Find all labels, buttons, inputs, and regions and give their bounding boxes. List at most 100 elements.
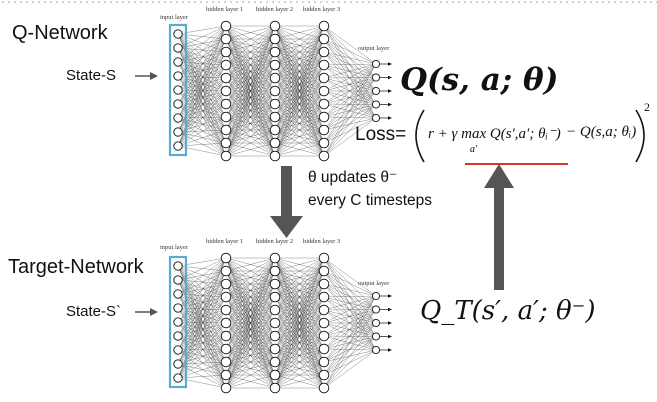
neuron [318, 369, 330, 381]
neuron [318, 111, 330, 123]
neuron [269, 98, 281, 110]
loss-exponent: 2 [644, 100, 650, 114]
neuron [269, 356, 281, 368]
neuron [318, 252, 330, 264]
neuron [173, 317, 183, 327]
neuron [269, 59, 281, 71]
neuron [173, 303, 183, 313]
neuron [220, 150, 232, 162]
neuron [173, 99, 183, 109]
neuron [318, 304, 330, 316]
neuron [318, 33, 330, 45]
neuron [371, 291, 381, 301]
neuron [371, 113, 381, 123]
neuron [318, 72, 330, 84]
neuron [173, 57, 183, 67]
neuron [173, 29, 183, 39]
neuron [220, 46, 232, 58]
state-s-prime-arrow [135, 308, 158, 316]
t-output-layer-label: output layer [358, 280, 390, 287]
q-hidden-layer-2-label: hidden layer 2 [256, 6, 294, 13]
neuron [318, 98, 330, 110]
neuron [173, 71, 183, 81]
q-hidden-layer-3-label: hidden layer 3 [303, 6, 341, 13]
target-arrow-up [484, 164, 514, 290]
neuron [269, 291, 281, 303]
neuron [173, 275, 183, 285]
neuron [220, 291, 232, 303]
neuron [269, 150, 281, 162]
neuron [269, 85, 281, 97]
neuron [220, 317, 232, 329]
neuron [173, 359, 183, 369]
loss-target-term: r + γ max Q(s′,a′; θᵢ⁻) [428, 126, 561, 142]
neuron [318, 278, 330, 290]
target-network-input-label: State-S` [66, 303, 122, 320]
neuron [173, 345, 183, 355]
loss-left-paren [415, 109, 425, 163]
neuron [269, 124, 281, 136]
neuron [269, 46, 281, 58]
neuron [269, 304, 281, 316]
neuron [269, 265, 281, 277]
neuron [173, 141, 183, 151]
q-layer-4 [371, 59, 381, 123]
state-s-arrow [135, 72, 158, 80]
neuron [220, 33, 232, 45]
t-hidden-layer-2-label: hidden layer 2 [256, 238, 294, 245]
neuron [220, 343, 232, 355]
q-network-input-label: State-S [66, 67, 117, 84]
neuron [318, 330, 330, 342]
neuron [220, 265, 232, 277]
t-layer-2 [269, 252, 281, 394]
neuron [318, 265, 330, 277]
neuron [269, 317, 281, 329]
q-value-output: Q(s, a; θ) [400, 62, 559, 98]
neuron [269, 343, 281, 355]
target-network-graph [168, 252, 392, 394]
q-network-graph [168, 20, 392, 162]
t-layer-1 [220, 252, 232, 394]
loss-prediction-term: − Q(s,a; θᵢ) [566, 124, 637, 140]
neuron [269, 20, 281, 32]
q-hidden-layer-1-label: hidden layer 1 [206, 6, 244, 13]
q-layer-1 [220, 20, 232, 162]
q-layer-2 [269, 20, 281, 162]
neuron [318, 317, 330, 329]
q-layer-0 [173, 29, 183, 151]
q-network-title: Q-Network [12, 22, 108, 44]
neuron [371, 305, 381, 314]
neuron [318, 382, 330, 394]
t-connections [177, 257, 377, 389]
neuron [318, 46, 330, 58]
neuron [220, 59, 232, 71]
neuron [220, 304, 232, 316]
neuron [371, 73, 381, 82]
neuron [318, 20, 330, 32]
t-layer-3 [318, 252, 330, 394]
neuron [371, 318, 381, 328]
neuron [173, 373, 183, 383]
neuron [220, 278, 232, 290]
neuron [318, 356, 330, 368]
t-hidden-layer-1-label: hidden layer 1 [206, 238, 244, 245]
t-layer-4 [371, 291, 381, 355]
neuron [371, 59, 381, 69]
neuron [318, 343, 330, 355]
neuron [220, 124, 232, 136]
neuron [173, 43, 183, 53]
neuron [318, 59, 330, 71]
neuron [220, 72, 232, 84]
neuron [173, 289, 183, 299]
neuron [318, 150, 330, 162]
neuron [269, 137, 281, 149]
neuron [371, 332, 381, 341]
neuron [269, 33, 281, 45]
neuron [269, 111, 281, 123]
loss-max-subscript: a′ [470, 144, 478, 155]
neuron [220, 98, 232, 110]
neuron [220, 382, 232, 394]
neuron [173, 113, 183, 123]
top-dotted-border [0, 0, 657, 4]
